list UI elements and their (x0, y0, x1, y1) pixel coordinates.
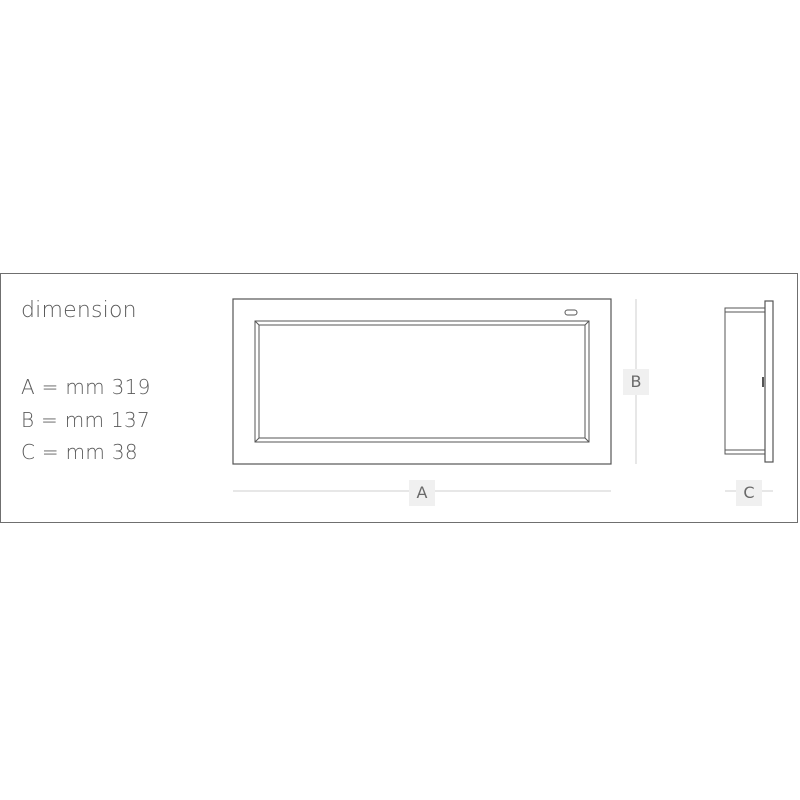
side-front-plate (764, 300, 774, 463)
spec-a: A = mm 319 (21, 375, 151, 399)
dim-label-b: B (623, 369, 649, 395)
front-bezel (254, 320, 590, 443)
bezel-corner-br (584, 437, 590, 443)
dim-label-c: C (736, 480, 762, 506)
dim-label-a: A (409, 480, 435, 506)
spec-c: C = mm 38 (21, 440, 138, 464)
spec-b: B = mm 137 (21, 408, 151, 432)
bezel-corner-bl (254, 437, 260, 443)
front-view (232, 298, 612, 465)
dimension-title: dimension (21, 298, 137, 323)
dimension-lines (233, 299, 773, 492)
indicator-led (564, 309, 578, 316)
front-screen (258, 324, 586, 439)
front-outer-frame (232, 298, 612, 465)
bezel-corner-tr (584, 320, 590, 326)
side-view (724, 300, 774, 463)
bezel-corner-tl (254, 320, 260, 326)
side-body (724, 307, 766, 455)
dimension-panel (0, 273, 798, 523)
